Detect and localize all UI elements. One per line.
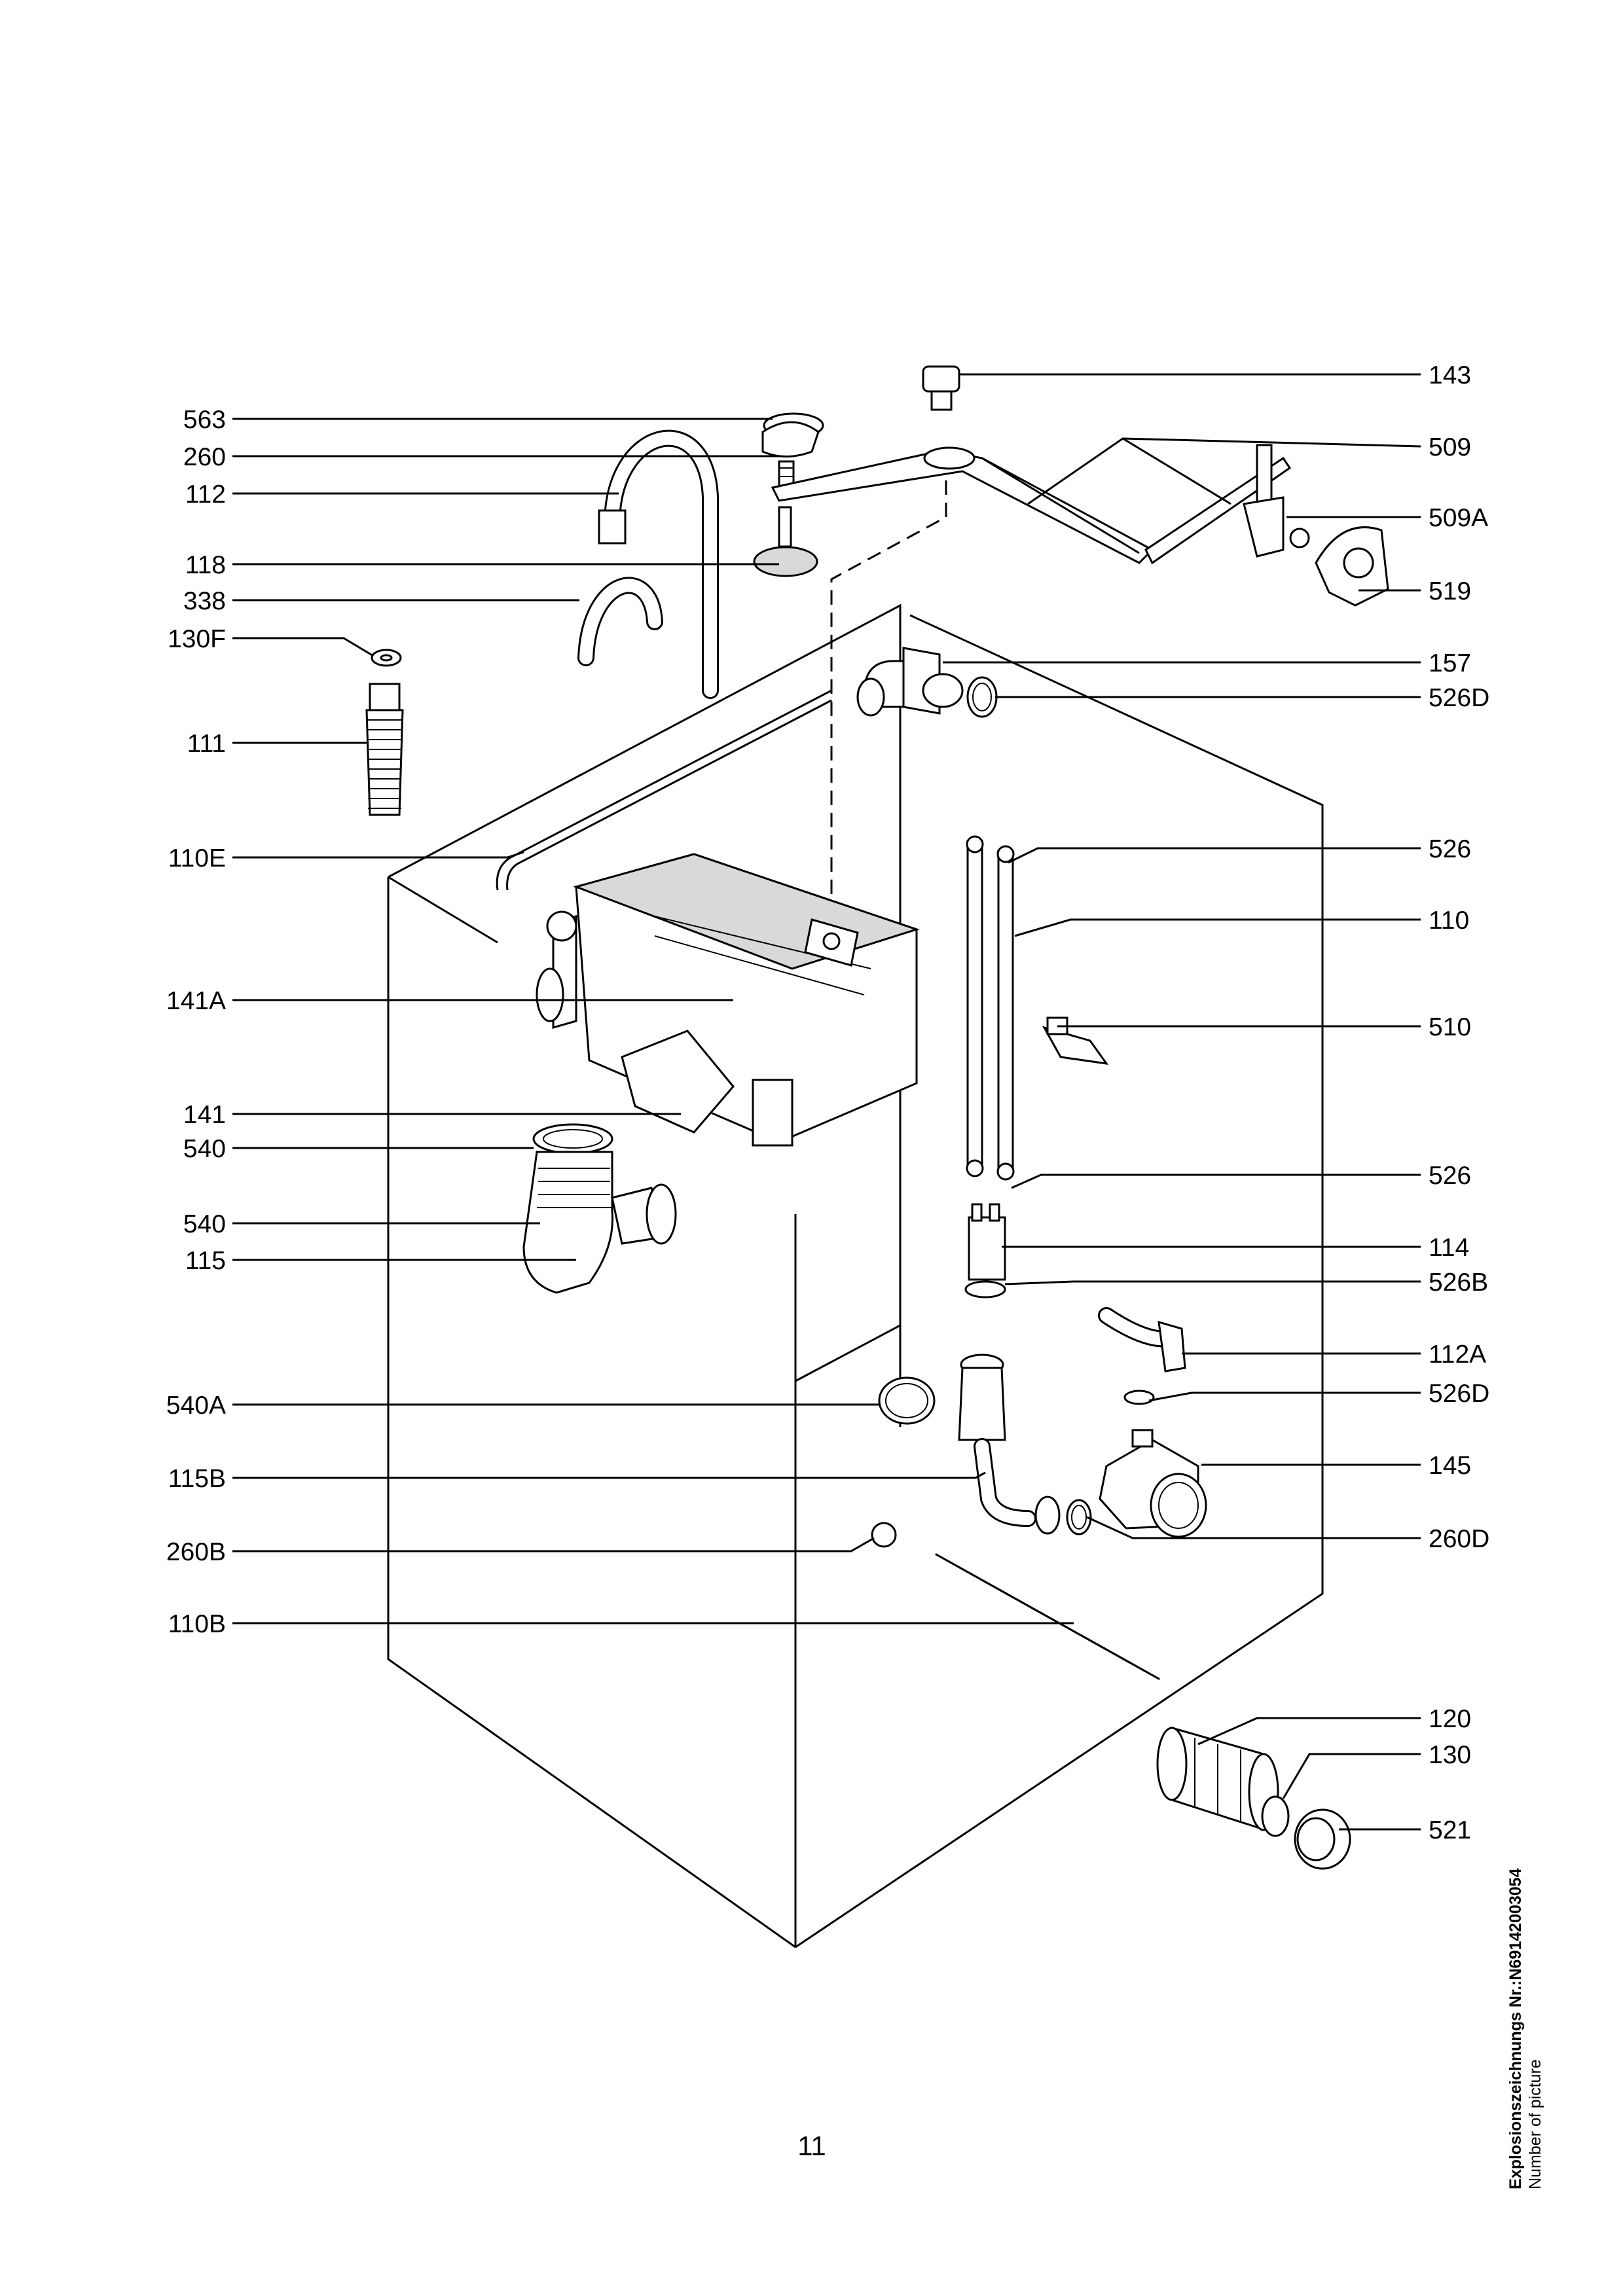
left-labels: 563 260 112 118 338 130F 111 110E 141A 1… [166, 406, 226, 1638]
drain-filter [1156, 1727, 1351, 1870]
picture-number-label: Number of picture [1526, 2059, 1544, 2189]
label-115: 115 [185, 1247, 226, 1275]
label-110: 110 [1429, 906, 1469, 935]
sump-hose [522, 1123, 677, 1294]
label-526-b: 526 [1429, 1162, 1471, 1190]
label-540A: 540A [166, 1391, 226, 1420]
label-510: 510 [1429, 1013, 1471, 1041]
left-leader-lines [232, 418, 1074, 1624]
label-563: 563 [183, 406, 226, 434]
label-141A: 141A [166, 987, 226, 1015]
label-260B: 260B [166, 1538, 226, 1566]
label-145: 145 [1429, 1452, 1471, 1480]
label-112: 112 [185, 480, 226, 509]
cabinet-outline [387, 603, 1324, 1948]
drawing-number-note: Explosionszeichnungs Nr.:N69142003054 Nu… [1506, 1869, 1545, 2190]
label-120: 120 [1429, 1705, 1471, 1733]
drawing-number-label: Explosionszeichnungs Nr.:N69142003054 [1506, 1868, 1525, 2190]
label-540-b: 540 [183, 1210, 226, 1238]
drain-connectors [964, 1203, 1186, 1405]
label-110B: 110B [168, 1610, 226, 1638]
supply-hose [365, 649, 404, 816]
assembly-axis-line [830, 458, 947, 923]
fill-hoses [966, 835, 1109, 1181]
detergent-dispenser [496, 689, 920, 1147]
label-540-a: 540 [183, 1135, 226, 1163]
label-114: 114 [1429, 1234, 1469, 1262]
label-526B: 526B [1429, 1268, 1488, 1297]
label-118: 118 [185, 551, 226, 579]
label-112A: 112A [1429, 1340, 1486, 1369]
label-519: 519 [1429, 577, 1471, 605]
label-338: 338 [183, 587, 226, 615]
inlet-hose-assembly [577, 412, 824, 699]
label-130: 130 [1429, 1741, 1471, 1769]
label-526-a: 526 [1429, 835, 1471, 863]
label-130F: 130F [168, 625, 226, 653]
label-141: 141 [183, 1101, 226, 1129]
right-leader-lines [943, 373, 1421, 1831]
label-509: 509 [1429, 433, 1471, 461]
label-260: 260 [183, 443, 226, 471]
label-115B: 115B [168, 1465, 226, 1493]
right-labels: 143 509 509A 519 157 526D 526 110 510 52… [1429, 361, 1489, 1844]
elbow-connector [856, 647, 998, 718]
label-509A: 509A [1429, 504, 1488, 532]
label-110E: 110E [168, 844, 226, 872]
label-521: 521 [1429, 1816, 1471, 1844]
label-526D-a: 526D [1429, 684, 1489, 712]
page-number: 11 [797, 2130, 826, 2161]
top-lever-assembly [771, 365, 1389, 607]
label-111: 111 [187, 730, 226, 758]
label-143: 143 [1429, 361, 1471, 389]
drain-pump-assembly [871, 1354, 1207, 1548]
label-526D-b: 526D [1429, 1380, 1489, 1408]
label-260D: 260D [1429, 1525, 1489, 1553]
label-157: 157 [1429, 649, 1471, 677]
